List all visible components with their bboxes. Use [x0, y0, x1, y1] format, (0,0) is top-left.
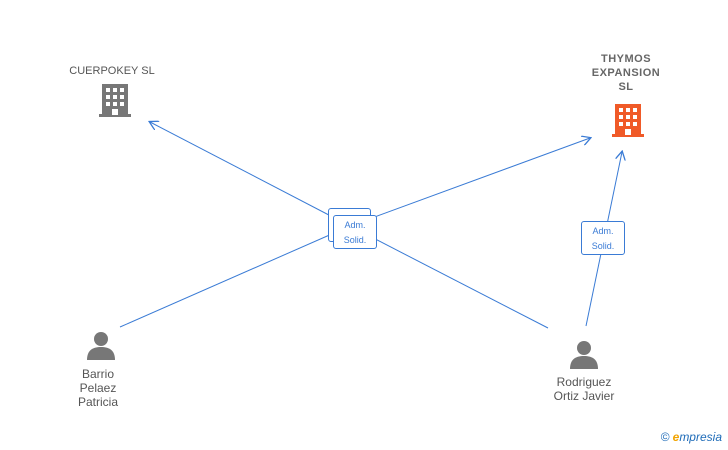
person-label-rodriguez[interactable]: Rodriguez Ortiz Javier [534, 375, 634, 403]
company-label-line: SL [618, 81, 634, 93]
person-icon[interactable] [86, 330, 116, 360]
brand-rest: mpresia [679, 430, 722, 444]
role-badge-right[interactable]: Adm. Solid. [581, 221, 625, 255]
company-label-line: THYMOS [600, 53, 652, 65]
person-icon[interactable] [569, 339, 599, 369]
badge-line: Adm. [344, 220, 366, 230]
building-icon[interactable] [612, 102, 644, 138]
empresia-logo: ©empresia [661, 430, 722, 444]
edge-center-to-thymos [349, 138, 590, 227]
person-label-barrio[interactable]: Barrio Pelaez Patricia [58, 367, 138, 409]
person-label-line: Rodriguez [556, 375, 612, 389]
role-badge-center[interactable]: Adm. Solid. [333, 215, 377, 249]
edge-center-to-cuerpokey [150, 122, 351, 227]
person-label-line: Pelaez [79, 381, 117, 395]
company-label-line: EXPANSION [591, 67, 661, 79]
edge-center-to-rodriguez [349, 225, 549, 329]
company-label-thymos[interactable]: THYMOS EXPANSION SL [576, 52, 676, 94]
copyright-symbol: © [660, 430, 670, 444]
edge-barrio-to-center [119, 225, 351, 328]
company-label-cuerpokey[interactable]: CUERPOKEY SL [69, 65, 155, 77]
building-icon[interactable] [99, 82, 131, 118]
brand-e: e [672, 430, 680, 444]
person-label-line: Barrio [81, 367, 114, 381]
badge-line: Solid. [591, 241, 615, 251]
badge-line: Solid. [343, 235, 367, 245]
badge-line: Adm. [592, 226, 614, 236]
person-label-line: Ortiz Javier [553, 389, 615, 403]
person-label-line: Patricia [77, 395, 118, 409]
